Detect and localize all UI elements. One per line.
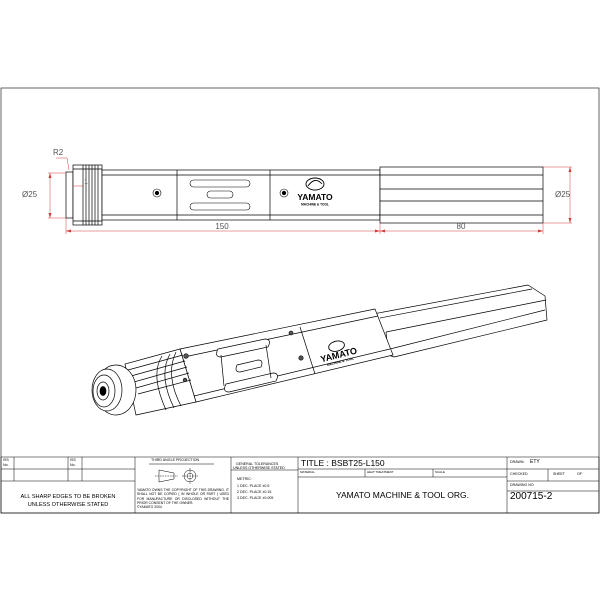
sheet-label: SHEET (553, 472, 565, 476)
title-block-grid (0, 456, 600, 514)
scale-label: SCALE (435, 470, 445, 474)
material-label: MATERIAL (300, 470, 315, 474)
top-view-tool (65, 164, 544, 226)
checked-label: CHECKED (510, 472, 528, 476)
iso-view-tool (91, 284, 548, 416)
tolerance-3-dec: 3 DEC. PLACE ±0.005 (237, 496, 274, 500)
tolerance-1-dec: 1 DEC. PLACE ±0.5 (237, 484, 270, 488)
drawing-title: TITLE : BSBT25-L150 (301, 458, 385, 468)
drawn-label: DRAWN: (510, 460, 525, 464)
sharp-edges-note-1: ALL SHARP EDGES TO BE BROKEN (20, 494, 116, 500)
no-label-2: No. (70, 463, 76, 467)
dimension-arrows (48, 167, 572, 233)
iss-label-1: ISS (3, 458, 9, 462)
step-dim-label: 1 (84, 179, 88, 186)
no-label-1: No. (3, 463, 9, 467)
projection-label: THIRD ANGLE PROJECTION (151, 458, 200, 462)
company-name: YAMATO MACHINE & TOOL ORG. (335, 490, 470, 500)
drawn-value: ETY (530, 459, 540, 465)
diameter-right-label: Ø25 (555, 190, 571, 199)
dimension-lines (48, 157, 572, 234)
yamato-logo-top: YAMATO MACHINE & TOOL (297, 177, 333, 207)
dimension-text: R2 Ø25 1 Ø25 150 80 (22, 148, 571, 231)
metric-label: METRIC: (237, 477, 252, 481)
logo-text: YAMATO (297, 192, 333, 202)
radius-dim-label: R2 (53, 148, 64, 157)
iss-label-2: ISS (70, 458, 76, 462)
coolant-slots (189, 179, 251, 211)
drawing-number: 200715-2 (510, 491, 553, 502)
length-shank-label: 80 (457, 222, 466, 231)
iso-logo-subtext: MACHINE & TOOL (326, 356, 354, 367)
general-tolerance-2: UNLESS OTHERWISE STATED (233, 466, 285, 470)
iso-slots (216, 338, 278, 393)
general-tolerance-1: GENERAL TOLERANCES (236, 462, 279, 466)
third-angle-projection-symbol (155, 468, 198, 484)
copyright-notice: YAMATO OWNS THE COPYRIGHT OF THIS DRAWIN… (137, 488, 229, 505)
length-main-label: 150 (215, 222, 229, 231)
heat-treatment-label: HEAT TREATMENT (367, 470, 394, 474)
sharp-edges-note-2: UNLESS OTHERWISE STATED (27, 502, 109, 508)
iso-screw-holes (182, 330, 304, 383)
tolerance-2-dec: 2 DEC. PLACE ±0.15 (237, 490, 272, 494)
screw-holes (152, 188, 289, 198)
diameter-left-label: Ø25 (22, 190, 38, 199)
of-label: OF (577, 472, 582, 476)
copyright-year: ©YAMATO 2004 (137, 505, 162, 509)
logo-subtext: MACHINE & TOOL (301, 203, 329, 207)
drawing-no-label: DRAWING NO (510, 483, 534, 487)
